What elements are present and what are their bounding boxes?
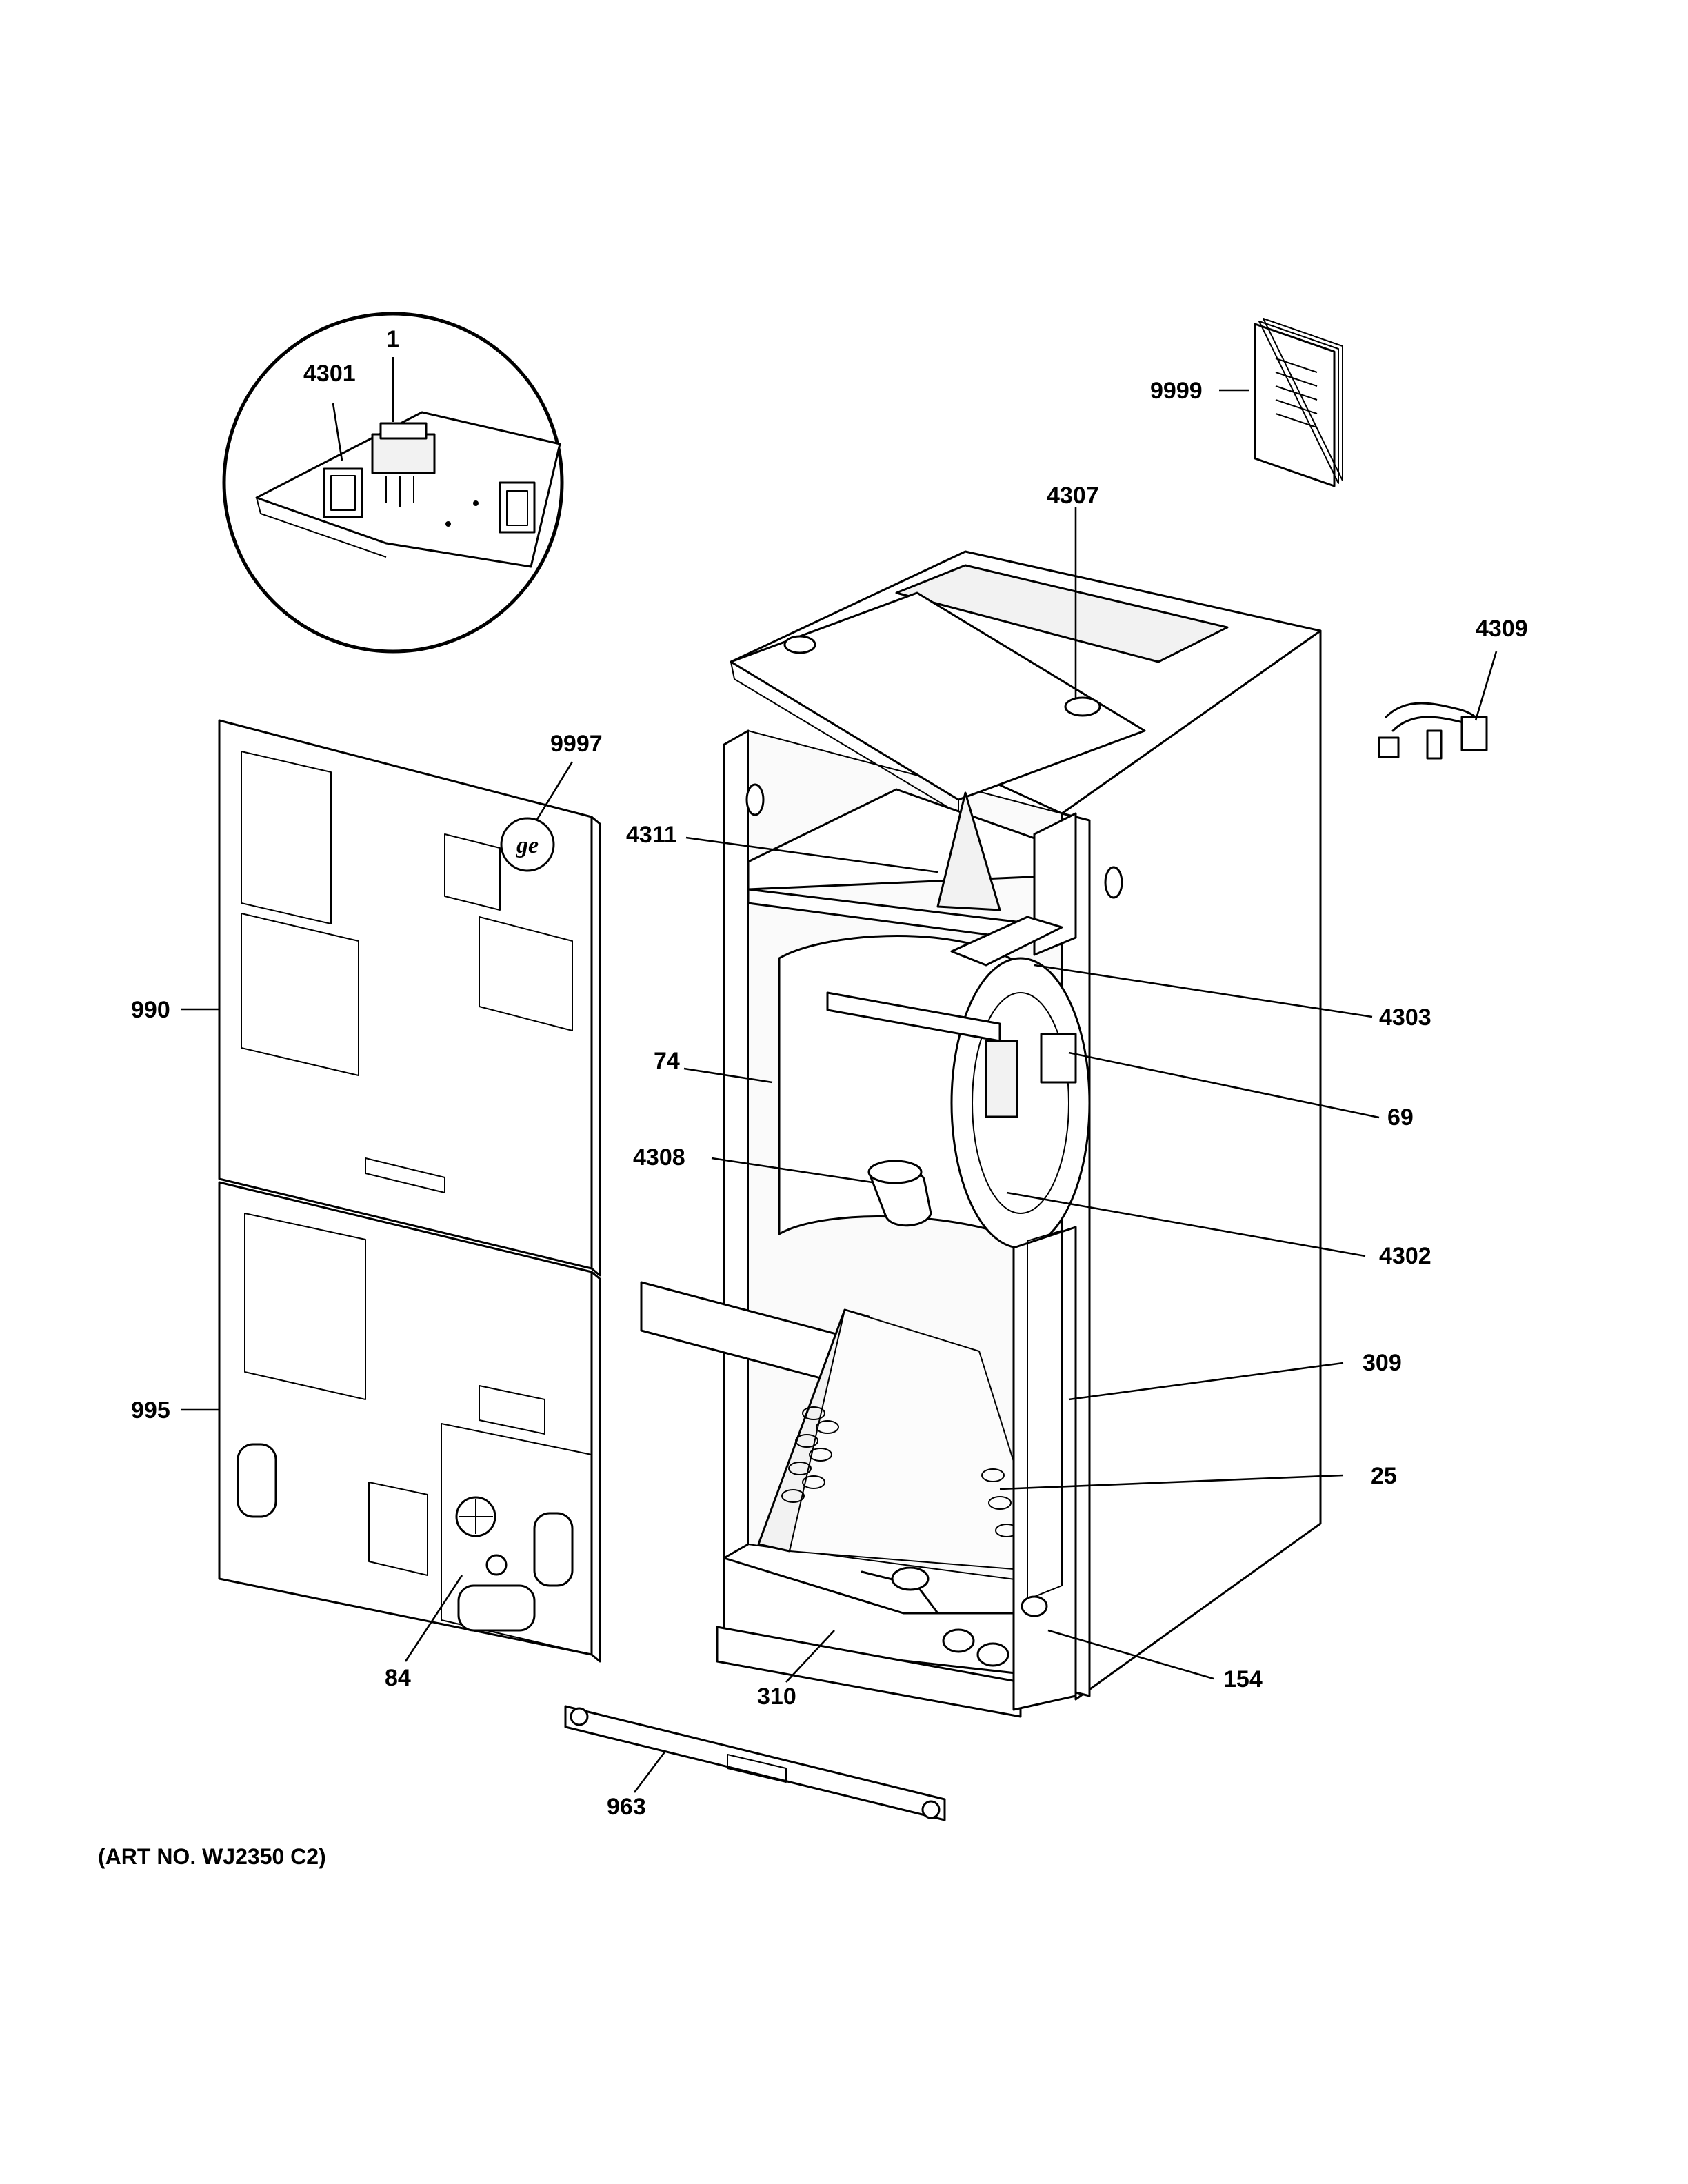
air-handler-cabinet <box>640 550 1322 1718</box>
front-panel-lower <box>218 1181 601 1663</box>
callout-309: 309 <box>1363 1350 1402 1376</box>
callout-labels: 1 4301 9999 4307 4309 9997 4311 990 4303… <box>131 326 1528 1820</box>
callout-1: 1 <box>386 326 399 352</box>
callout-74: 74 <box>654 1048 680 1074</box>
callout-310: 310 <box>757 1684 796 1710</box>
callout-9997: 9997 <box>550 731 603 757</box>
bottom-trim-strip <box>564 1705 946 1821</box>
control-board-detail <box>222 312 564 654</box>
callout-69: 69 <box>1387 1104 1414 1131</box>
manual-booklet <box>1254 318 1343 487</box>
callout-995: 995 <box>131 1397 170 1424</box>
callout-4311: 4311 <box>626 822 677 848</box>
callout-25: 25 <box>1371 1463 1397 1489</box>
art-number: (ART NO. WJ2350 C2) <box>98 1844 326 1869</box>
callout-963: 963 <box>607 1794 646 1820</box>
callout-4308: 4308 <box>633 1144 685 1171</box>
callout-154: 154 <box>1223 1666 1263 1692</box>
front-panel-upper: ge <box>218 719 601 1277</box>
callout-4307: 4307 <box>1047 483 1099 509</box>
leader-lines <box>181 357 1498 1793</box>
callout-4301: 4301 <box>303 361 356 387</box>
callout-4303: 4303 <box>1379 1004 1431 1031</box>
callout-4302: 4302 <box>1379 1243 1431 1269</box>
svg-text:ge: ge <box>516 833 539 858</box>
callout-4309: 4309 <box>1476 616 1528 642</box>
callout-990: 990 <box>131 997 170 1023</box>
callout-84: 84 <box>385 1665 411 1691</box>
callout-9999: 9999 <box>1150 378 1203 404</box>
wire-harness <box>1378 702 1488 760</box>
